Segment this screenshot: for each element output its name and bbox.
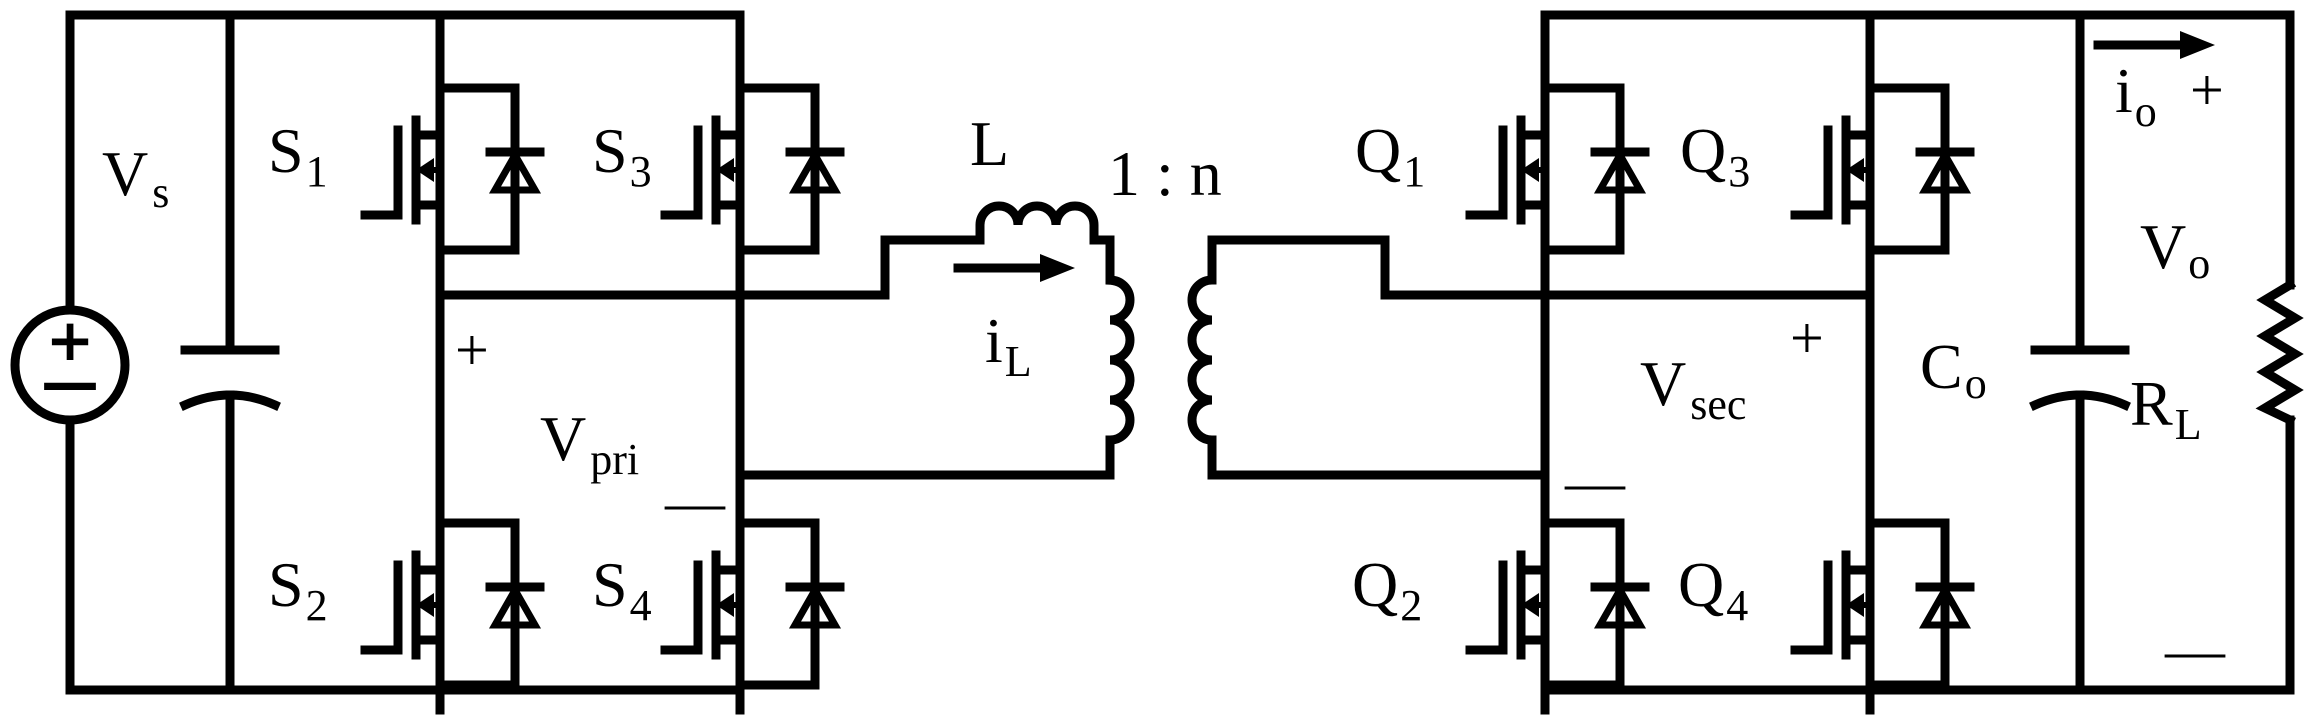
current-arrow-il: [953, 254, 1075, 282]
switch-s2: [365, 475, 540, 710]
switch-q1: [1470, 40, 1645, 275]
inductor-label: L: [970, 108, 1009, 179]
turns-ratio-label: 1 : n: [1108, 138, 1222, 209]
vpri-minus-sign: —: [664, 469, 726, 535]
s3-label: S3: [592, 115, 652, 196]
s4-label: S4: [592, 549, 652, 630]
vs-label: Vs: [102, 138, 169, 217]
q1-label: Q1: [1355, 115, 1425, 196]
q3-label: Q3: [1680, 115, 1750, 196]
s2-label: S2: [268, 549, 328, 630]
source-plus-sign: +: [46, 306, 95, 374]
q4-label: Q4: [1678, 549, 1748, 630]
vsec-label: Vsec: [1640, 348, 1746, 429]
io-label: io: [2115, 55, 2157, 136]
transformer: [1105, 235, 1550, 480]
input-capacitor: [179, 10, 281, 695]
vo-label: Vo: [2140, 211, 2210, 288]
switch-q3: [1795, 40, 1970, 275]
vo-plus-sign: +: [2190, 57, 2224, 123]
source-minus-sign: —: [41, 348, 99, 416]
load-resistor: [2255, 10, 2304, 695]
vo-minus-sign: —: [2164, 617, 2226, 683]
inductor-l: [975, 201, 1115, 285]
output-capacitor: [2029, 10, 2131, 695]
source-vs: + —: [10, 10, 745, 695]
il-label: iL: [985, 305, 1032, 386]
vsec-minus-sign: —: [1564, 449, 1626, 515]
vpri-label: Vpri: [540, 403, 639, 484]
q2-label: Q2: [1352, 549, 1422, 630]
vsec-plus-sign: +: [1790, 305, 1824, 371]
rl-label: RL: [2130, 368, 2202, 449]
current-arrow-io: [2093, 31, 2215, 59]
switch-s1: [365, 40, 540, 275]
co-label: Co: [1920, 331, 1987, 408]
vpri-plus-sign: +: [455, 317, 489, 383]
switch-q4: [1795, 475, 1970, 710]
s1-label: S1: [268, 115, 328, 196]
switch-s3: [665, 40, 840, 275]
